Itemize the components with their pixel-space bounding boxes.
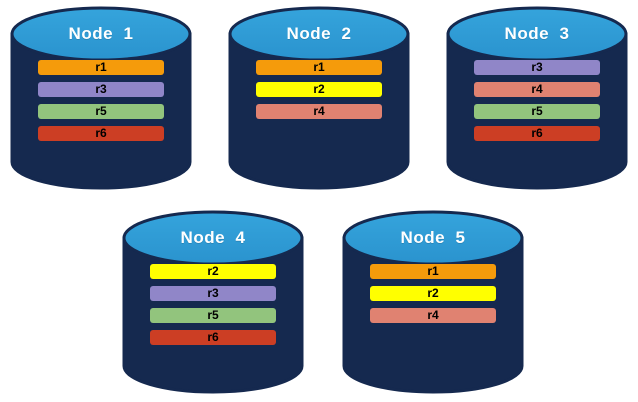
replica-list: r2 r3 r5 r6 — [150, 264, 276, 345]
replica-list: r3 r4 r5 r6 — [474, 60, 600, 141]
node-cylinder-2: Node 2 r1 r2 r4 — [228, 6, 410, 190]
replica-bar-r1: r1 — [370, 264, 496, 279]
node-title-5: Node 5 — [400, 228, 466, 247]
replica-bar-r3: r3 — [38, 82, 164, 97]
replica-bar-r2: r2 — [256, 82, 382, 97]
replica-bar-r5: r5 — [150, 308, 276, 323]
replica-bar-r4: r4 — [474, 82, 600, 97]
replica-bar-r6: r6 — [150, 330, 276, 345]
node-cylinder-4: Node 4 r2 r3 r5 r6 — [122, 210, 304, 394]
replica-bar-r2: r2 — [150, 264, 276, 279]
replica-bar-r6: r6 — [474, 126, 600, 141]
node-title-4: Node 4 — [180, 228, 246, 247]
replica-bar-r2: r2 — [370, 286, 496, 301]
replica-bar-r1: r1 — [256, 60, 382, 75]
node-title-2: Node 2 — [286, 24, 352, 43]
replica-list: r1 r2 r4 — [256, 60, 382, 119]
node-cylinder-3: Node 3 r3 r4 r5 r6 — [446, 6, 628, 190]
node-title-1: Node 1 — [68, 24, 134, 43]
replica-bar-r3: r3 — [150, 286, 276, 301]
replica-bar-r5: r5 — [38, 104, 164, 119]
replica-list: r1 r3 r5 r6 — [38, 60, 164, 141]
node-cylinder-5: Node 5 r1 r2 r4 — [342, 210, 524, 394]
replica-bar-r4: r4 — [256, 104, 382, 119]
replica-bar-r6: r6 — [38, 126, 164, 141]
node-title-3: Node 3 — [504, 24, 570, 43]
node-cylinder-1: Node 1 r1 r3 r5 r6 — [10, 6, 192, 190]
replica-bar-r3: r3 — [474, 60, 600, 75]
replica-bar-r5: r5 — [474, 104, 600, 119]
replica-list: r1 r2 r4 — [370, 264, 496, 323]
replica-bar-r4: r4 — [370, 308, 496, 323]
replica-bar-r1: r1 — [38, 60, 164, 75]
